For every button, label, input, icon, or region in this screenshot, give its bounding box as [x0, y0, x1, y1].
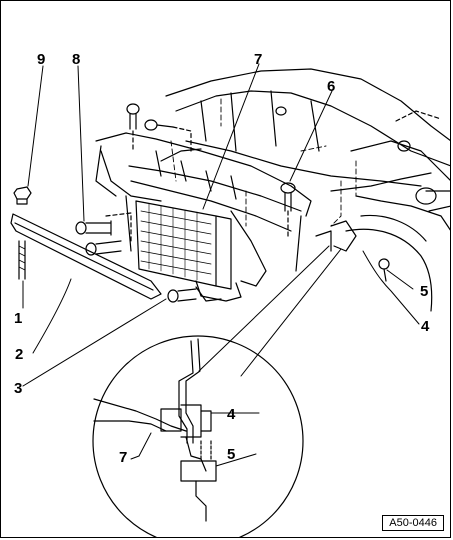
callout-3: 3: [14, 380, 22, 397]
callout-2: 2: [15, 346, 23, 363]
fender-outline: [355, 195, 450, 231]
figure-reference: A50-0446: [382, 515, 444, 531]
detail-callout-7: 7: [119, 449, 127, 466]
upper-bolts: [126, 103, 192, 152]
callout-8: 8: [72, 51, 80, 68]
bolt-group-8: [75, 212, 132, 256]
radiator: [135, 200, 242, 302]
bracket-4: [315, 220, 357, 252]
callout-9: 9: [37, 51, 45, 68]
bolt-6: [280, 182, 296, 237]
detail-callout-4: 4: [227, 406, 236, 423]
detail-view: [92, 335, 304, 537]
callout-7: 7: [254, 51, 262, 68]
callout-labels: 9 8 7 6 1 2 3 5 4 4 5 7: [14, 51, 430, 466]
stud-bolt: [18, 240, 26, 280]
detail-callout-5: 5: [227, 446, 235, 463]
bolt-3: [167, 286, 222, 303]
callout-5: 5: [420, 283, 428, 300]
assembly-guides: [170, 98, 357, 227]
bolt-5: [378, 258, 390, 282]
callout-4: 4: [421, 318, 430, 335]
callout-6: 6: [327, 78, 335, 95]
impact-bar: [10, 213, 162, 300]
nut: [13, 186, 32, 205]
callout-1: 1: [14, 310, 22, 327]
body-structure: [160, 68, 450, 312]
lock-carrier: [95, 132, 312, 287]
